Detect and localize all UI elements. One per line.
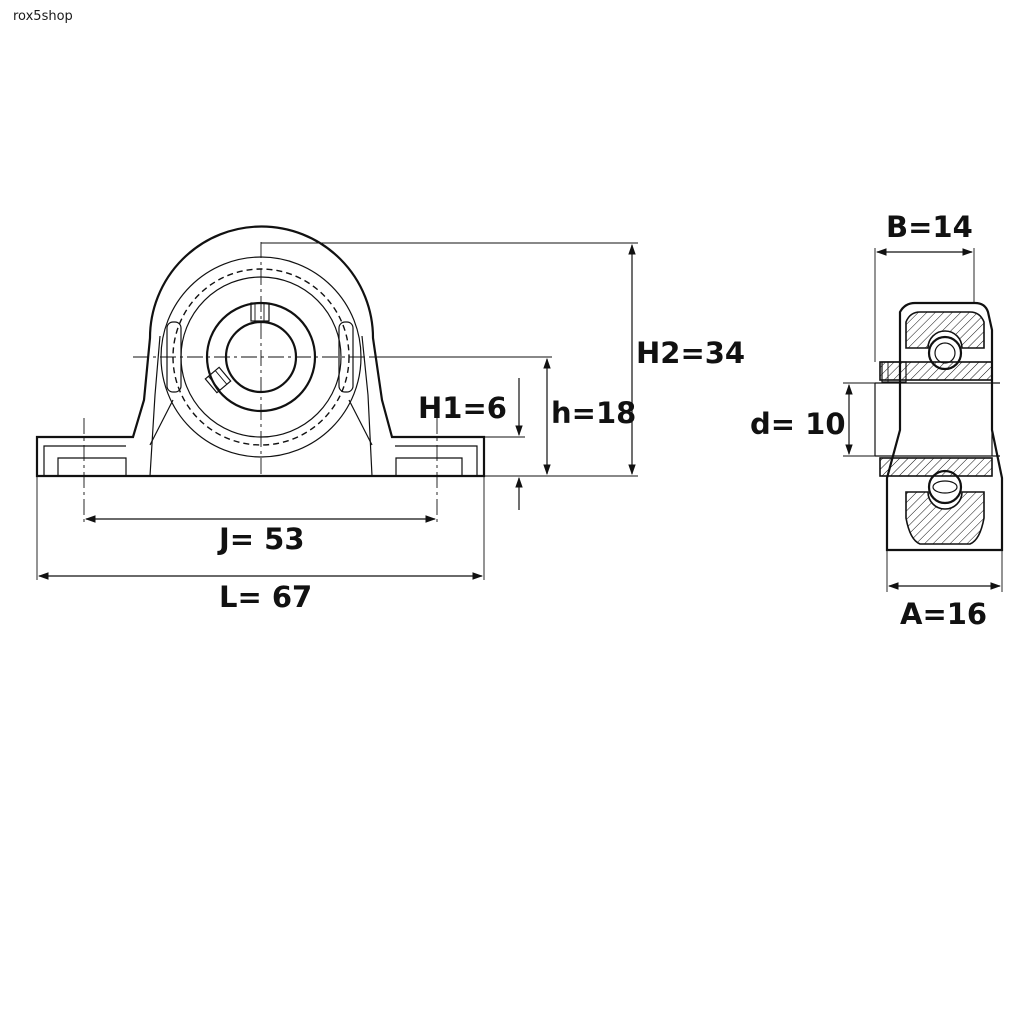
base-shoulder — [43, 445, 478, 476]
set-screw-top — [250, 302, 270, 322]
inner-ring-top-section — [879, 361, 993, 381]
label-J: J= 53 — [217, 522, 305, 556]
shop-watermark: rox5shop — [13, 9, 73, 24]
pedestal-rib-inner-left — [149, 399, 174, 446]
front-dimensions: H2=34 h=18 H1=6 J= 53 L= 67 — [36, 242, 745, 614]
left-foot-slot — [57, 457, 127, 476]
side-dimensions: B=14 d= 10 A=16 — [750, 210, 1003, 631]
pedestal-rib-inner-right — [348, 399, 373, 446]
label-H2: H2=34 — [636, 336, 745, 370]
label-A: A=16 — [900, 597, 987, 631]
side-housing-outline — [885, 301, 1004, 552]
front-view — [35, 225, 486, 522]
ball-bottom — [927, 469, 963, 505]
side-section-view — [874, 301, 1004, 552]
outer-race-top-section — [905, 311, 985, 349]
label-h: h=18 — [551, 396, 636, 430]
pedestal-rib-right — [361, 335, 373, 477]
pedestal-rib-left — [149, 335, 161, 477]
label-d: d= 10 — [750, 407, 846, 441]
label-L: L= 67 — [219, 580, 312, 614]
label-B: B=14 — [886, 210, 973, 244]
inner-ring-bottom-section — [879, 457, 993, 477]
set-screw-left — [204, 366, 232, 394]
outer-race-bottom-section — [905, 491, 985, 545]
right-foot-slot — [395, 457, 463, 476]
side-set-screw — [881, 361, 907, 383]
housing-outline — [35, 225, 486, 478]
ball-top — [927, 335, 963, 371]
label-H1: H1=6 — [418, 391, 507, 425]
